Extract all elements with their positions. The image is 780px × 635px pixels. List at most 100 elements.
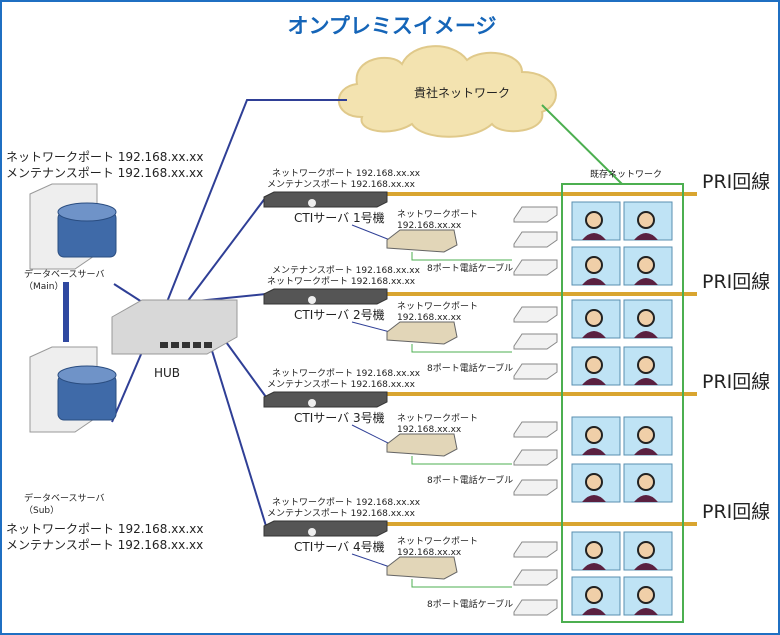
network-line <box>111 351 143 423</box>
phone-cable <box>411 579 512 588</box>
modem-port-label: 192.168.xx.xx <box>397 221 462 231</box>
cti-server-name: CTIサーバ 2号機 <box>294 308 385 322</box>
telephone-icon <box>513 333 558 350</box>
telephone-icon <box>513 599 558 616</box>
operator-icon <box>637 256 655 274</box>
operator-icon <box>637 541 655 559</box>
cable-label: 8ポート電話ケーブル <box>427 600 514 610</box>
pri-label: PRI回線 <box>702 371 771 393</box>
operator-icon <box>585 356 603 374</box>
modem-icon <box>386 229 458 253</box>
cti-port-label: メンテナンスポート 192.168.xx.xx <box>267 509 415 519</box>
telephone-icon <box>513 449 558 466</box>
db-main-maintenance-port: メンテナンスポート 192.168.xx.xx <box>6 166 204 180</box>
modem-line <box>351 321 391 333</box>
db-sub-name: データベースサーバ <box>24 494 105 504</box>
operator-body <box>634 563 658 570</box>
hub-port <box>193 342 201 348</box>
cti-server-icon <box>263 520 388 537</box>
cti-port-label: ネットワークポート 192.168.xx.xx <box>267 277 416 287</box>
operator-icon <box>585 541 603 559</box>
db-main-name: データベースサーバ <box>24 270 105 280</box>
operator-body <box>582 563 606 570</box>
operator-icon <box>637 309 655 327</box>
modem-line <box>351 553 391 568</box>
pri-label: PRI回線 <box>702 171 771 193</box>
hub-port <box>204 342 212 348</box>
hub-port <box>182 342 190 348</box>
modem-line <box>351 424 391 445</box>
cti-power-icon <box>308 399 316 407</box>
cable-label: 8ポート電話ケーブル <box>427 264 514 274</box>
db-sub-maintenance-port: メンテナンスポート 192.168.xx.xx <box>6 538 204 552</box>
cti-server-name: CTIサーバ 4号機 <box>294 540 385 554</box>
cloud-icon <box>337 45 557 138</box>
db-main-network-port: ネットワークポート 192.168.xx.xx <box>6 150 204 164</box>
cti-port-label: ネットワークポート 192.168.xx.xx <box>272 498 421 508</box>
operator-icon <box>637 586 655 604</box>
db-replication-link <box>63 282 69 342</box>
telephone-icon <box>513 541 558 558</box>
modem-port-label: ネットワークポート <box>397 302 479 312</box>
cti-port-label: ネットワークポート 192.168.xx.xx <box>272 169 421 179</box>
modem-port-label: 192.168.xx.xx <box>397 313 462 323</box>
operator-icon <box>585 586 603 604</box>
db-sub-sub: （Sub） <box>24 506 60 516</box>
cti-power-icon <box>308 528 316 536</box>
modem-port-label: ネットワークポート <box>397 414 479 424</box>
operator-body <box>582 495 606 502</box>
existing-network-label: 既存ネットワーク <box>590 170 663 180</box>
operator-body <box>634 331 658 338</box>
modem-port-label: ネットワークポート <box>397 537 479 547</box>
operator-icon <box>585 211 603 229</box>
modem-port-label: 192.168.xx.xx <box>397 425 462 435</box>
phone-cable <box>411 456 512 465</box>
phone-cable <box>411 252 512 261</box>
cti-server-icon <box>263 288 388 305</box>
network-line <box>186 196 267 303</box>
db-sub-network-port: ネットワークポート 192.168.xx.xx <box>6 522 204 536</box>
operator-icon <box>585 309 603 327</box>
hub-label: HUB <box>154 366 181 380</box>
telephone-icon <box>513 231 558 248</box>
operator-icon <box>637 473 655 491</box>
modem-line <box>351 224 391 241</box>
existing-network-line <box>541 104 623 185</box>
telephone-icon <box>513 259 558 276</box>
telephone-icon <box>513 206 558 223</box>
cti-power-icon <box>308 296 316 304</box>
operator-icon <box>585 256 603 274</box>
cloud-label: 貴社ネットワーク <box>414 86 511 100</box>
network-line <box>166 99 347 303</box>
modem-icon <box>386 321 458 345</box>
operator-body <box>582 448 606 455</box>
cti-port-label: メンテナンスポート 192.168.xx.xx <box>267 180 415 190</box>
modem-icon <box>386 556 458 580</box>
modem-icon <box>386 433 458 457</box>
hub-icon <box>111 299 238 355</box>
operator-icon <box>637 356 655 374</box>
db-main-sub: （Main） <box>24 282 64 292</box>
cti-port-label: ネットワークポート 192.168.xx.xx <box>272 369 421 379</box>
cti-power-icon <box>308 199 316 207</box>
cable-label: 8ポート電話ケーブル <box>427 364 514 374</box>
hub-port <box>171 342 179 348</box>
operator-body <box>582 608 606 615</box>
telephone-icon <box>513 306 558 323</box>
cti-server-icon <box>263 391 388 408</box>
cti-port-label: メンテナンスポート 192.168.xx.xx <box>267 380 415 390</box>
operator-body <box>582 331 606 338</box>
database-top <box>57 202 117 222</box>
page-title: オンプレミスイメージ <box>287 14 497 38</box>
modem-port-label: 192.168.xx.xx <box>397 548 462 558</box>
network-line <box>113 283 143 303</box>
operator-icon <box>585 426 603 444</box>
operator-icon <box>637 426 655 444</box>
operator-body <box>634 495 658 502</box>
operator-icon <box>637 211 655 229</box>
operator-body <box>634 233 658 240</box>
operator-body <box>582 378 606 385</box>
pri-label: PRI回線 <box>702 271 771 293</box>
